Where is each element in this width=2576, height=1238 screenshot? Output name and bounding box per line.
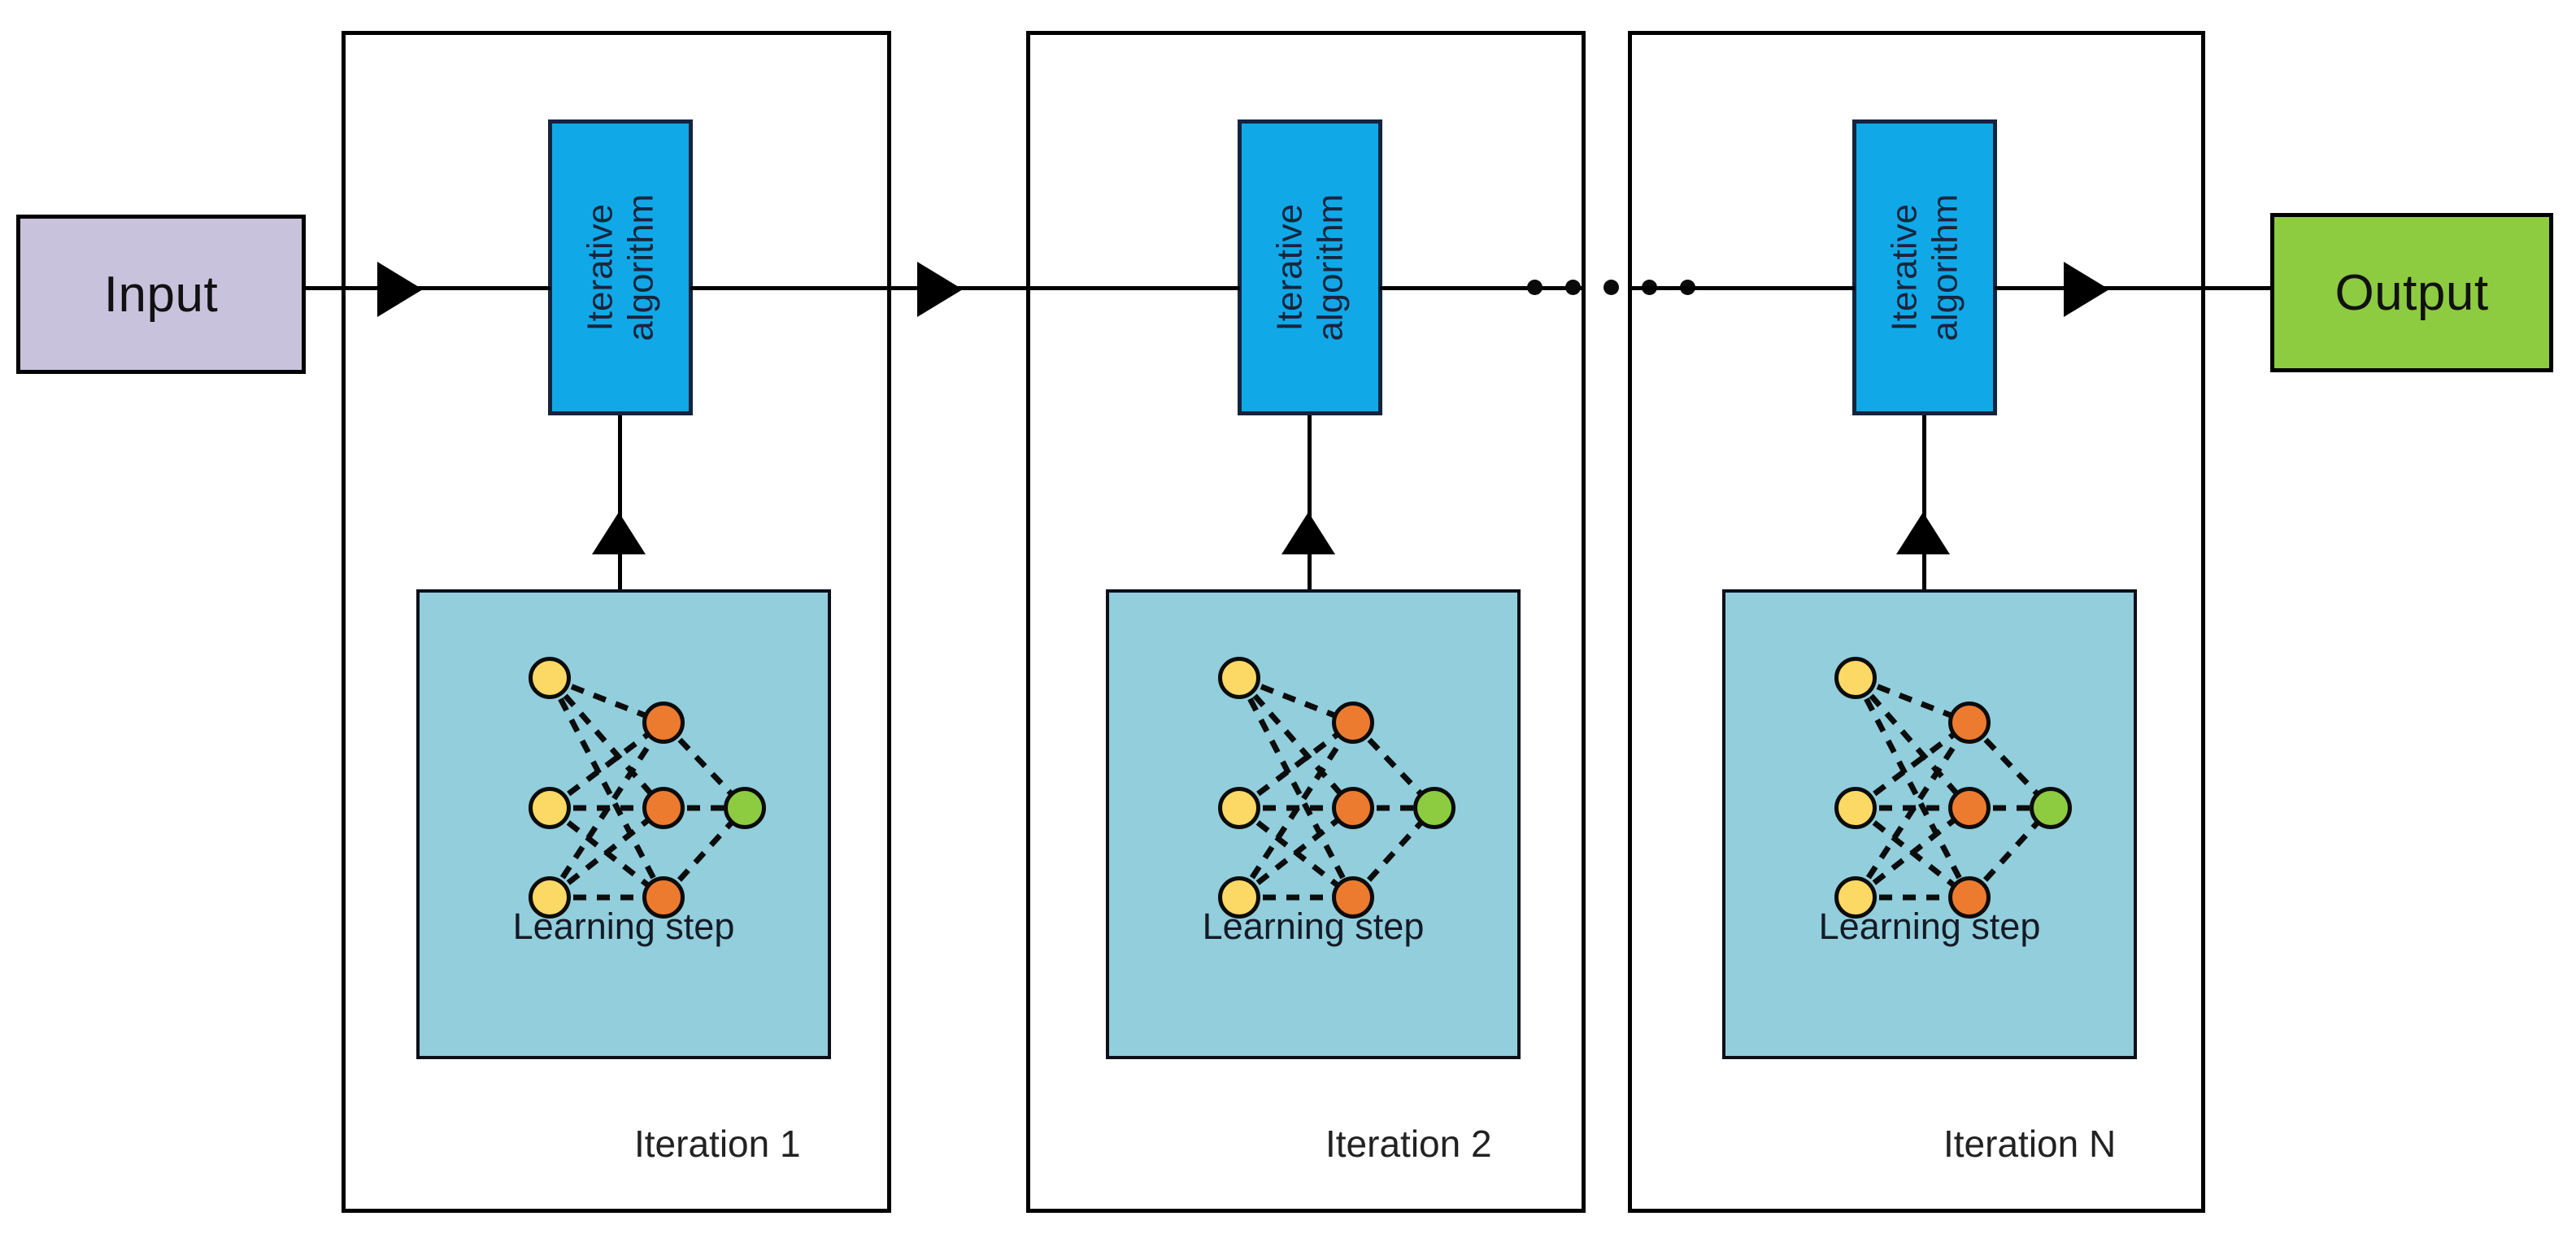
nn-input-node-2 xyxy=(1218,787,1260,829)
iteration-1-caption: Iteration 1 xyxy=(634,1123,801,1165)
neural-network-edges xyxy=(1852,675,2053,901)
algorithm-label-line1: Iterative xyxy=(1268,203,1309,332)
nn-hidden-node-2 xyxy=(1332,787,1374,829)
iteration-2-learning-panel: Learning step xyxy=(1106,589,1521,1059)
iteration-2-frame xyxy=(1026,31,1586,1213)
nn-input-node-3 xyxy=(529,876,571,919)
feedback-arrow-3 xyxy=(1896,512,1950,554)
feedback-arrow-2 xyxy=(1281,512,1335,554)
iteration-1-learning-label: Learning step xyxy=(512,906,735,947)
nn-hidden-node-1 xyxy=(1332,702,1374,744)
iteration-2-neural-network xyxy=(1109,593,1524,958)
input-label: Input xyxy=(103,266,219,323)
iteration-2-learning-label: Learning step xyxy=(1202,906,1425,947)
iteration-2-throughline-right xyxy=(1380,286,1586,290)
nn-input-node-1 xyxy=(1834,657,1877,699)
nn-input-node-1 xyxy=(529,657,571,699)
iteration-2-algorithm-box: Iterative algorithm xyxy=(1238,119,1382,415)
iteration-n-throughline-left xyxy=(1632,286,1855,290)
nn-input-node-2 xyxy=(529,787,571,829)
iteration-1-algorithm-label: Iterative algorithm xyxy=(580,194,661,341)
algorithm-label-line2: algorithm xyxy=(1925,193,1965,341)
nn-input-node-1 xyxy=(1218,657,1260,699)
iteration-2-feedback-line xyxy=(1308,415,1312,591)
ellipsis-dot-2 xyxy=(1565,280,1581,295)
iteration-n-neural-network xyxy=(1725,593,2140,958)
ellipsis-dot-3 xyxy=(1603,280,1619,295)
iteration-2-algorithm-label: Iterative algorithm xyxy=(1269,194,1351,341)
iteration-n-feedback-line xyxy=(1922,415,1926,591)
iteration-1-feedback-line xyxy=(618,415,622,591)
flow-arrow-2 xyxy=(917,262,963,317)
neural-network-edges xyxy=(546,675,747,901)
nn-hidden-node-3 xyxy=(642,876,685,919)
algorithm-label-line1: Iterative xyxy=(579,203,620,332)
iteration-1-learning-panel: Learning step xyxy=(416,589,831,1059)
iteration-1-frame xyxy=(342,31,891,1213)
nn-hidden-node-1 xyxy=(642,702,685,744)
iteration-n-caption: Iteration N xyxy=(1943,1123,2117,1165)
algorithm-label-line2: algorithm xyxy=(620,193,660,341)
flow-arrow-3 xyxy=(2064,262,2109,317)
output-box: Output xyxy=(2270,213,2553,372)
feedback-arrow-1 xyxy=(592,512,646,554)
algorithm-label-line2: algorithm xyxy=(1310,193,1350,341)
nn-hidden-node-3 xyxy=(1332,876,1374,919)
iteration-1-throughline-right xyxy=(690,286,891,290)
iteration-1-algorithm-box: Iterative algorithm xyxy=(548,119,693,415)
input-box: Input xyxy=(16,215,306,374)
nn-output-node-1 xyxy=(1413,787,1456,829)
neural-network-edges xyxy=(1236,675,1437,901)
nn-input-node-3 xyxy=(1218,876,1260,919)
iteration-n-algorithm-box: Iterative algorithm xyxy=(1852,119,1997,415)
iteration-n-learning-panel: Learning step xyxy=(1722,589,2137,1059)
nn-hidden-node-2 xyxy=(1948,787,1991,829)
nn-output-node-1 xyxy=(2030,787,2072,829)
algorithm-label-line1: Iterative xyxy=(1883,203,1924,332)
iteration-2-throughline-left xyxy=(1030,286,1240,290)
nn-hidden-node-1 xyxy=(1948,702,1991,744)
ellipsis-dot-1 xyxy=(1527,280,1543,295)
output-label: Output xyxy=(2334,264,2489,321)
connector-iterationn-to-output xyxy=(2204,286,2274,290)
iteration-2-caption: Iteration 2 xyxy=(1325,1123,1492,1165)
nn-input-node-3 xyxy=(1834,876,1877,919)
nn-output-node-1 xyxy=(724,787,766,829)
nn-hidden-node-2 xyxy=(642,787,685,829)
iteration-n-learning-label: Learning step xyxy=(1818,906,2041,947)
iteration-n-frame xyxy=(1628,31,2205,1213)
iteration-1-neural-network xyxy=(420,593,834,958)
iteration-n-algorithm-label: Iterative algorithm xyxy=(1884,194,1965,341)
nn-hidden-node-3 xyxy=(1948,876,1991,919)
iteration-1-throughline-left xyxy=(346,286,550,290)
nn-input-node-2 xyxy=(1834,787,1877,829)
